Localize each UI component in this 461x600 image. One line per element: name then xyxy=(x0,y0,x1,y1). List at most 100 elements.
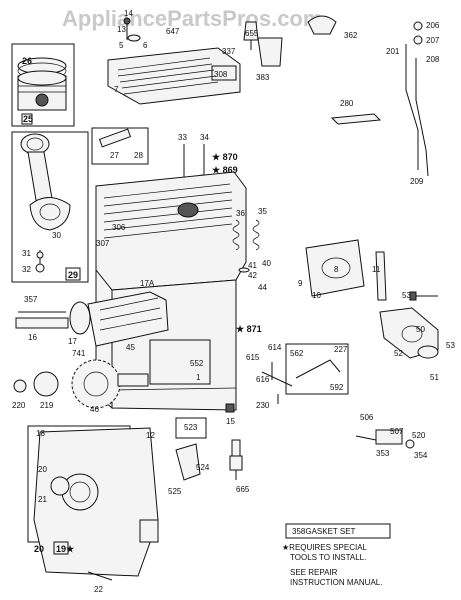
label-51: 51 xyxy=(430,373,439,382)
label-35: 35 xyxy=(258,207,267,216)
label-614: 614 xyxy=(268,343,282,352)
label-45: 45 xyxy=(126,343,135,352)
label-208: 208 xyxy=(426,55,440,64)
spark-plug xyxy=(229,439,243,480)
label-523: 523 xyxy=(184,423,198,432)
label-7: 7 xyxy=(114,85,119,94)
label-871: ★ 871 xyxy=(236,324,262,334)
label-25: 25 xyxy=(23,114,33,124)
label-9: 9 xyxy=(298,279,303,288)
requires-special-note: ★REQUIRES SPECIAL xyxy=(282,543,368,552)
label-383: 383 xyxy=(256,73,270,82)
valve-springs xyxy=(232,219,260,273)
label-20b: 20 xyxy=(34,544,44,554)
label-524: 524 xyxy=(196,463,210,472)
label-1: 1 xyxy=(196,373,201,382)
bracket-280 xyxy=(330,113,382,125)
label-201: 201 xyxy=(386,47,400,56)
label-552: 552 xyxy=(190,359,204,368)
breather-assembly xyxy=(305,239,387,301)
label-870: ★ 870 xyxy=(212,152,238,162)
label-209: 209 xyxy=(410,177,424,186)
governor-lever xyxy=(261,343,349,404)
label-29: 29 xyxy=(68,270,78,280)
part-labels: 14 13 5 6 647 655 337 383 362 206 20 7 20… xyxy=(12,9,455,594)
label-26: 26 xyxy=(22,56,32,66)
label-354: 354 xyxy=(414,451,428,460)
label-33: 33 xyxy=(178,133,187,142)
tools-to-install-note: TOOLS TO INSTALL. xyxy=(290,553,366,562)
label-21: 21 xyxy=(38,495,47,504)
label-280: 280 xyxy=(340,99,354,108)
label-42: 42 xyxy=(248,271,257,280)
piston-group xyxy=(11,43,75,127)
governor-linkage xyxy=(405,21,429,177)
label-520: 520 xyxy=(412,431,426,440)
label-741: 741 xyxy=(72,349,86,358)
nut-15 xyxy=(225,403,235,413)
label-5: 5 xyxy=(119,41,124,50)
instruction-manual-note: INSTRUCTION MANUAL. xyxy=(290,578,382,587)
gasket-set-box xyxy=(285,523,391,539)
label-52: 52 xyxy=(394,349,403,358)
label-17a: 17A xyxy=(140,279,155,288)
label-36: 36 xyxy=(236,209,245,218)
cylinder-head xyxy=(107,17,241,105)
label-525: 525 xyxy=(168,487,182,496)
label-18: 18 xyxy=(36,429,45,438)
label-306: 306 xyxy=(112,223,126,232)
label-13: 13 xyxy=(117,25,126,34)
cam-gear-group xyxy=(13,359,149,409)
label-665: 665 xyxy=(236,485,250,494)
label-206: 206 xyxy=(426,21,440,30)
label-647: 647 xyxy=(166,27,180,36)
label-17: 17 xyxy=(68,337,77,346)
label-362: 362 xyxy=(344,31,358,40)
label-34: 34 xyxy=(200,133,209,142)
label-28: 28 xyxy=(134,151,143,160)
label-31: 31 xyxy=(22,249,31,258)
label-507: 507 xyxy=(390,427,404,436)
label-53: 53 xyxy=(402,291,411,300)
carb-flange xyxy=(379,291,439,359)
label-41: 41 xyxy=(248,261,257,270)
label-20a: 20 xyxy=(38,465,47,474)
label-307: 307 xyxy=(96,239,110,248)
crankshaft xyxy=(15,291,169,347)
label-44: 44 xyxy=(258,283,267,292)
label-16: 16 xyxy=(28,333,37,342)
see-repair-note: SEE REPAIR xyxy=(290,568,338,577)
spark-cap-group xyxy=(243,15,337,67)
connecting-rod-group xyxy=(11,131,89,283)
label-10: 10 xyxy=(312,291,321,300)
label-22: 22 xyxy=(94,585,103,594)
label-357: 357 xyxy=(24,295,38,304)
label-337: 337 xyxy=(222,47,236,56)
pin-group xyxy=(91,127,149,165)
crankcase-cover xyxy=(27,425,159,581)
label-30: 30 xyxy=(52,231,61,240)
label-220: 220 xyxy=(12,401,26,410)
label-15: 15 xyxy=(226,417,235,426)
oil-fill xyxy=(175,417,207,481)
label-6: 6 xyxy=(143,41,148,50)
label-230: 230 xyxy=(256,401,270,410)
label-655: 655 xyxy=(245,29,259,38)
label-27: 27 xyxy=(110,151,119,160)
label-592: 592 xyxy=(330,383,344,392)
label-219: 219 xyxy=(40,401,54,410)
label-53b: 53 xyxy=(446,341,455,350)
label-11: 11 xyxy=(372,265,381,274)
label-562: 562 xyxy=(290,349,304,358)
rod-box xyxy=(11,131,89,283)
label-227: 227 xyxy=(334,345,348,354)
label-12: 12 xyxy=(146,431,155,440)
label-8: 8 xyxy=(334,265,339,274)
label-14: 14 xyxy=(124,9,133,18)
label-615: 615 xyxy=(246,353,260,362)
bracket-506 xyxy=(355,429,415,449)
label-308: 308 xyxy=(214,70,228,79)
label-19: 19★ xyxy=(56,544,75,554)
label-616: 616 xyxy=(256,375,270,384)
